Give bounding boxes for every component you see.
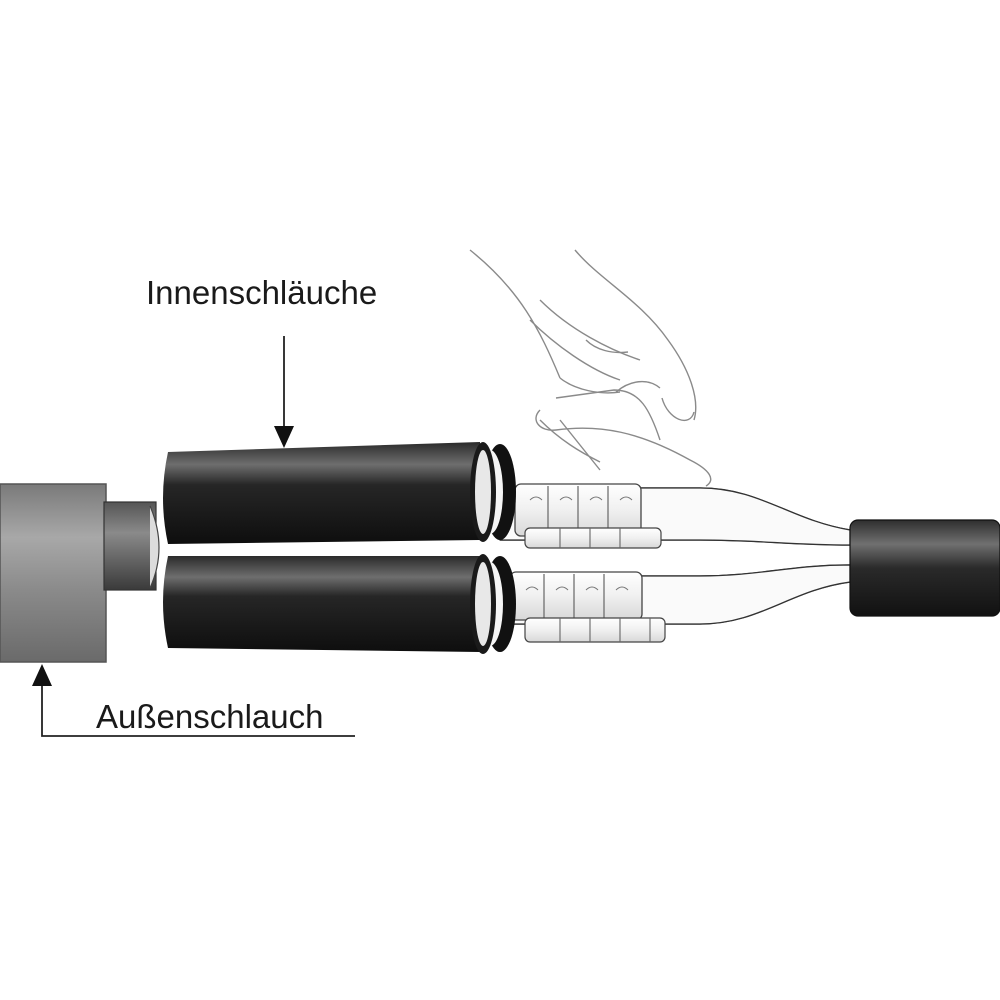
crimp-connector-top <box>514 483 642 537</box>
label-outer-sleeve-text: Außenschlauch <box>96 698 323 735</box>
arrow-inner-tubes <box>274 336 294 448</box>
arrow-outer-sleeve <box>32 664 355 737</box>
hand-sketch <box>469 249 712 487</box>
inner-tube-top <box>163 442 516 544</box>
label-inner-tubes-text: Innenschläuche <box>146 274 377 311</box>
cable-right <box>849 519 1000 617</box>
label-outer-sleeve: Außenschlauch <box>96 698 323 735</box>
crimp-connector-second <box>524 527 662 549</box>
crimp-connector-bottom <box>524 617 666 643</box>
cable-core-left <box>103 501 160 591</box>
inner-tube-bottom <box>163 554 516 654</box>
label-inner-tubes: Innenschläuche <box>146 274 377 311</box>
outer-sleeve <box>0 483 107 663</box>
crimp-connector-third <box>509 571 643 621</box>
